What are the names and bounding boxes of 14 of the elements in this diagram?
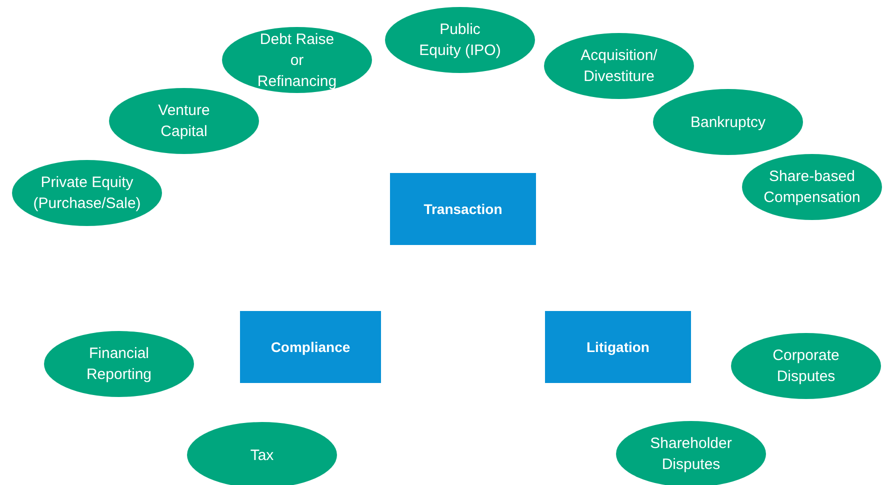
- topic-ellipse: Financial Reporting: [44, 331, 194, 397]
- category-box: Compliance: [240, 311, 381, 383]
- category-box: Transaction: [390, 173, 536, 245]
- topic-ellipse: Private Equity (Purchase/Sale): [12, 160, 162, 226]
- topic-ellipse: Acquisition/ Divestiture: [544, 33, 694, 99]
- topic-ellipse: Bankruptcy: [653, 89, 803, 155]
- topic-ellipse: Debt Raise or Refinancing: [222, 27, 372, 93]
- topic-ellipse: Public Equity (IPO): [385, 7, 535, 73]
- topic-ellipse: Tax: [187, 422, 337, 485]
- topic-ellipse: Share-based Compensation: [742, 154, 882, 220]
- topic-ellipse: Corporate Disputes: [731, 333, 881, 399]
- topic-ellipse: Venture Capital: [109, 88, 259, 154]
- category-box: Litigation: [545, 311, 691, 383]
- topic-ellipse: Shareholder Disputes: [616, 421, 766, 485]
